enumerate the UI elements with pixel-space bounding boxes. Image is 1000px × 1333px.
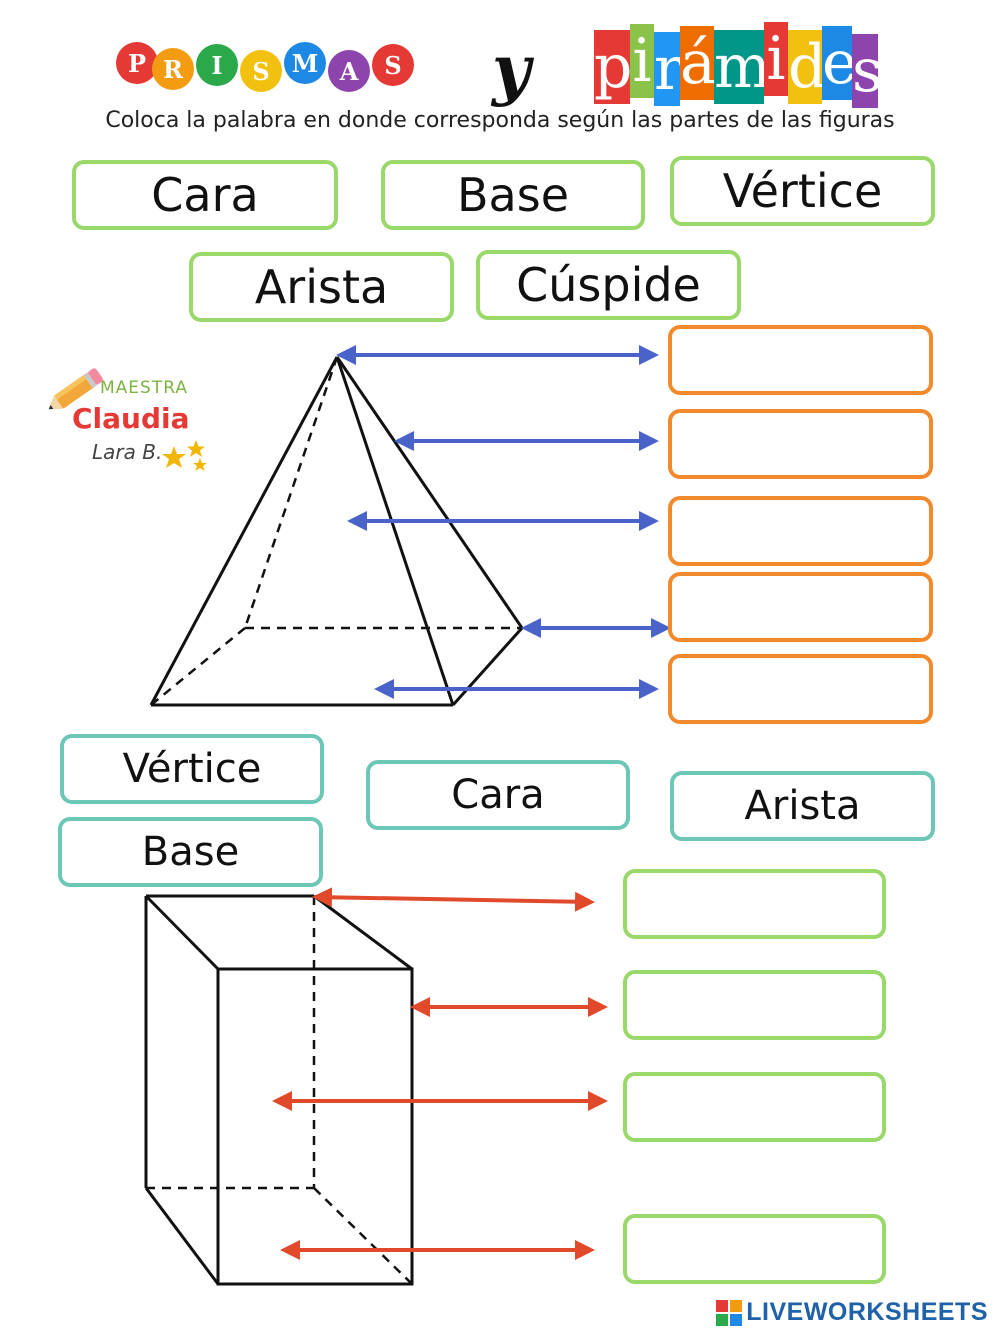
pyramid-answer-box[interactable] — [668, 409, 933, 479]
title-letter: i — [764, 22, 788, 96]
logo-line2: Claudia — [72, 402, 190, 435]
prism-answer-box[interactable] — [623, 970, 886, 1040]
word-card-arista[interactable]: Arista — [670, 771, 935, 841]
liveworksheets-logo-icon — [716, 1299, 743, 1326]
title-letter: s — [852, 34, 883, 108]
footer-brand[interactable]: LIVEWORKSHEETS — [716, 1298, 988, 1327]
logo-line1: MAESTRA — [100, 378, 188, 398]
logo-line3: Lara B. — [92, 440, 163, 464]
word-card-vertice[interactable]: Vértice — [670, 156, 935, 226]
word-card-cara[interactable]: Cara — [366, 760, 630, 830]
prism-answer-box[interactable] — [623, 869, 886, 939]
prism-answer-box[interactable] — [623, 1072, 886, 1142]
title-letter: S — [372, 44, 414, 86]
pyramid-arrows — [336, 345, 671, 699]
prism-shape — [144, 894, 414, 1286]
pencil-icon — [48, 368, 103, 410]
title-letter: S — [240, 50, 282, 92]
footer-brand-text: LIVEWORKSHEETS — [746, 1298, 988, 1326]
title-letter: m — [714, 30, 771, 104]
title-letter: p — [594, 30, 633, 104]
title-letter: e — [822, 26, 858, 100]
word-card-cuspide[interactable]: Cúspide — [476, 250, 741, 320]
pyramid-shape — [149, 356, 524, 707]
pyramid-answer-box[interactable] — [668, 654, 933, 724]
word-card-cara[interactable]: Cara — [72, 160, 338, 230]
prism-hidden-edges — [146, 896, 413, 1285]
title-conjunction: y — [492, 30, 531, 108]
stars-icon — [162, 440, 207, 471]
arrow-vertice — [312, 887, 595, 912]
word-card-vertice[interactable]: Vértice — [60, 734, 324, 804]
pyramid-answer-box[interactable] — [668, 572, 933, 642]
prism-arrows — [272, 887, 608, 1260]
title-letter: d — [788, 30, 827, 104]
title-letter: M — [284, 42, 326, 84]
prism-answer-box[interactable] — [623, 1214, 886, 1284]
pyramid-figure — [149, 345, 671, 707]
title-letter: I — [196, 44, 238, 86]
title-letter: R — [152, 48, 194, 90]
word-card-base[interactable]: Base — [58, 817, 323, 887]
word-card-arista[interactable]: Arista — [189, 252, 454, 322]
word-card-base[interactable]: Base — [381, 160, 645, 230]
pyramid-answer-box[interactable] — [668, 496, 933, 566]
prism-figure — [144, 887, 608, 1286]
pyramid-answer-box[interactable] — [668, 325, 933, 395]
title-letter: r — [654, 32, 683, 106]
title-letter: i — [630, 24, 654, 98]
title-letter: P — [116, 42, 158, 84]
title-letter: á — [680, 26, 716, 100]
instruction-text: Coloca la palabra en donde corresponda s… — [105, 108, 895, 133]
pyramid-hidden-edges — [150, 356, 522, 706]
title-letter: A — [328, 50, 370, 92]
